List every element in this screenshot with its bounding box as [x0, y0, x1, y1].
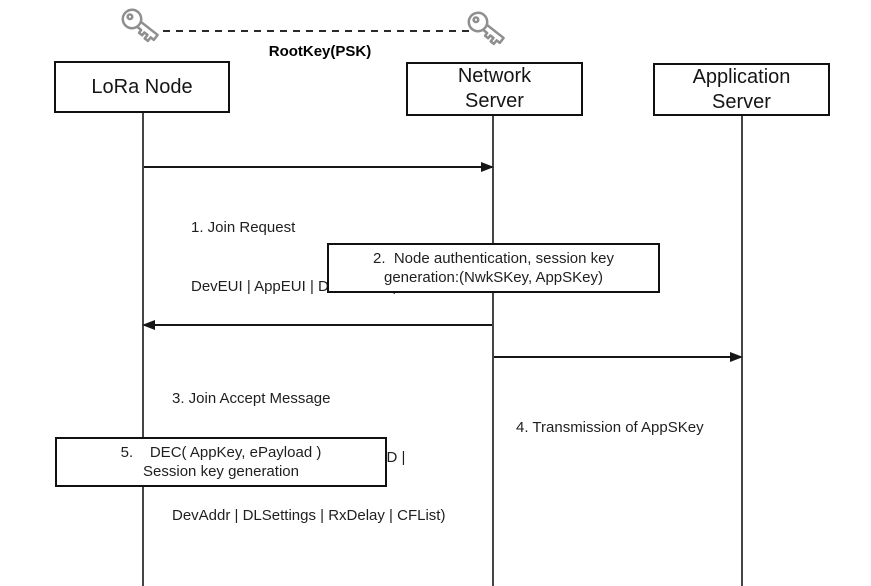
- process-box-5-line2: Session key generation: [143, 463, 299, 480]
- rootkey-label: RootKey(PSK): [268, 43, 372, 60]
- arrow-join-accept: [142, 320, 492, 330]
- key-icon: [467, 11, 505, 46]
- arrowhead-right-icon: [730, 352, 743, 362]
- arrow-join-request: [144, 162, 494, 172]
- process-box-2-line1: 2. Node authentication, session key: [373, 249, 614, 267]
- actor-network-server-label-line1: Network: [457, 65, 532, 87]
- lifeline-application-server: [741, 116, 743, 586]
- lifeline-network-server: [492, 116, 494, 586]
- label-appskey-transmission-line1: 4. Transmission of AppSKey: [516, 419, 704, 436]
- process-box-node-authentication: 2. Node authentication, session key gene…: [327, 243, 660, 293]
- lifeline-lora-node: [142, 113, 144, 586]
- arrowhead-right-icon: [481, 162, 494, 172]
- rootkey-dashed-link: [163, 30, 469, 32]
- actor-network-server-label-line2: Server: [465, 90, 524, 112]
- actor-application-server-label-line2: Server: [712, 90, 771, 113]
- label-join-accept-line3: DevAddr | DLSettings | RxDelay | CFList): [172, 507, 446, 524]
- actor-application-server-label-line1: Application: [692, 65, 791, 88]
- label-appskey-transmission: 4. Transmission of AppSKey: [516, 379, 704, 477]
- actor-lora-node: LoRa Node: [54, 61, 230, 113]
- process-box-2-line2: generation:(NwkSKey, AppSKey): [383, 269, 603, 286]
- actor-application-server: Application Server: [653, 63, 830, 116]
- arrowhead-left-icon: [142, 320, 155, 330]
- label-join-accept-line1: 3. Join Accept Message: [172, 390, 331, 407]
- arrow-appskey-transmission: [494, 352, 743, 362]
- actor-network-server: Network Server: [406, 62, 583, 116]
- process-box-5-line1: 5. DEC( AppKey, ePayload ): [120, 443, 322, 461]
- actor-lora-node-label: LoRa Node: [91, 75, 193, 98]
- key-icon: [121, 8, 159, 43]
- process-box-dec-session-key: 5. DEC( AppKey, ePayload ) Session key g…: [55, 437, 387, 487]
- label-join-request-line1: 1. Join Request: [191, 219, 296, 236]
